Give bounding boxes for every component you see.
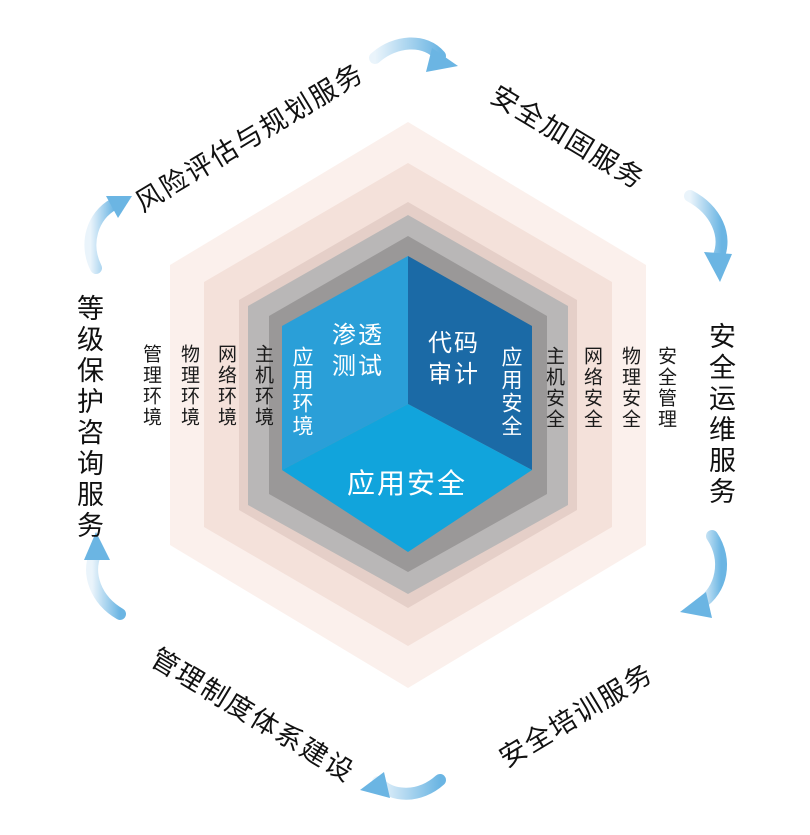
cube-left-vertical-label: 应用环境 bbox=[290, 346, 314, 438]
label-network-env: 网络环境 bbox=[215, 344, 237, 428]
cube-bottom-face bbox=[282, 404, 532, 552]
cube-right-vertical-label: 应用安全 bbox=[499, 346, 523, 438]
arrow-upper-right bbox=[684, 190, 732, 282]
label-network-security: 网络安全 bbox=[581, 346, 603, 430]
label-management-env: 管理环境 bbox=[140, 344, 162, 428]
label-physical-security: 物理安全 bbox=[619, 346, 641, 430]
label-physical-env: 物理环境 bbox=[178, 344, 200, 428]
arrow-lower-left bbox=[84, 532, 126, 620]
arrow-lower-right bbox=[680, 530, 728, 618]
cube-bottom-label: 应用安全 bbox=[346, 467, 467, 500]
cube-right-title: 代码审计 bbox=[428, 329, 480, 388]
label-host-security: 主机安全 bbox=[543, 346, 565, 430]
cube-left-title: 渗透测试 bbox=[332, 321, 384, 380]
cube-left-face bbox=[282, 256, 408, 470]
arrow-top bbox=[369, 37, 458, 72]
arrow-upper-left bbox=[84, 196, 132, 274]
label-security-management: 安全管理 bbox=[655, 346, 677, 430]
arrow-bottom bbox=[360, 772, 446, 800]
service-security-operations: 安全运维服务 bbox=[704, 322, 735, 508]
label-host-env: 主机环境 bbox=[252, 344, 274, 428]
service-classified-protection: 等级保护咨询服务 bbox=[72, 294, 103, 542]
cube-right-face bbox=[408, 256, 532, 470]
